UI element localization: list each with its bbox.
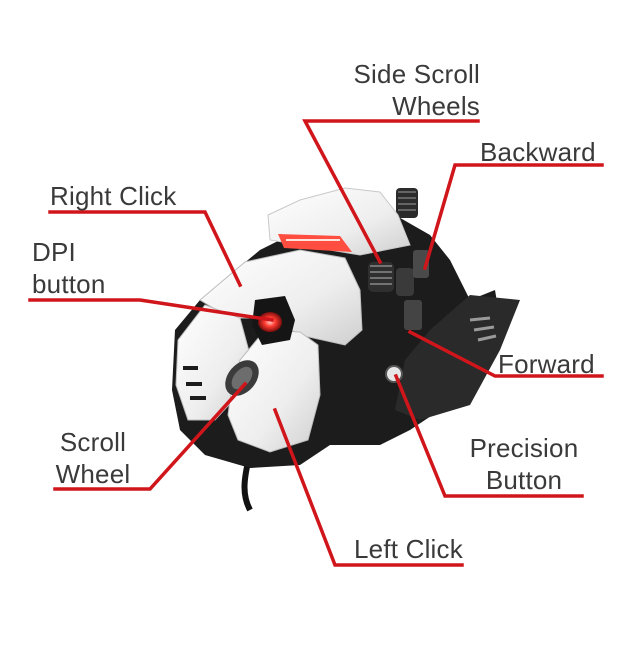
forward-button [404,300,422,330]
leader-dpi [28,298,274,322]
label-scroll-line1: Scroll [59,427,127,457]
leader-right-click [48,210,243,288]
leader-lines [28,119,604,567]
label-dpi-line2: button [32,269,106,299]
label-precision-line1: Precision [469,433,579,463]
label-backward-text: Backward [480,137,596,167]
label-backward: Backward [480,136,596,168]
dpi-led [258,312,282,332]
label-right-click: Right Click [50,180,176,212]
led-strip [278,234,352,252]
cable [241,461,253,512]
side-scroll-wheel-2 [396,268,414,296]
precision-button [385,365,403,383]
leader-scroll-wheel [53,381,248,491]
label-dpi-button: DPI button [32,236,106,300]
label-side-scroll-line1: Side Scroll [353,59,480,89]
label-forward-text: Forward [498,349,595,379]
label-side-scroll-line2: Wheels [392,91,480,121]
label-dpi-line1: DPI [32,237,76,267]
leader-backward [422,163,604,271]
label-left-click-text: Left Click [354,534,463,564]
label-scroll-wheel: Scroll Wheel [50,426,136,490]
label-side-scroll-wheels: Side Scroll Wheels [340,58,480,122]
label-right-click-text: Right Click [50,181,177,211]
leader-precision [393,373,584,498]
backward-button [413,250,429,278]
leader-forward [407,329,604,378]
leader-left-click [272,407,464,567]
label-forward: Forward [498,348,595,380]
leader-side-scroll [302,119,480,265]
label-left-click: Left Click [354,533,463,565]
label-precision-line2: Button [485,465,563,495]
label-precision-button: Precision Button [464,432,584,496]
label-scroll-line2: Wheel [55,459,131,489]
